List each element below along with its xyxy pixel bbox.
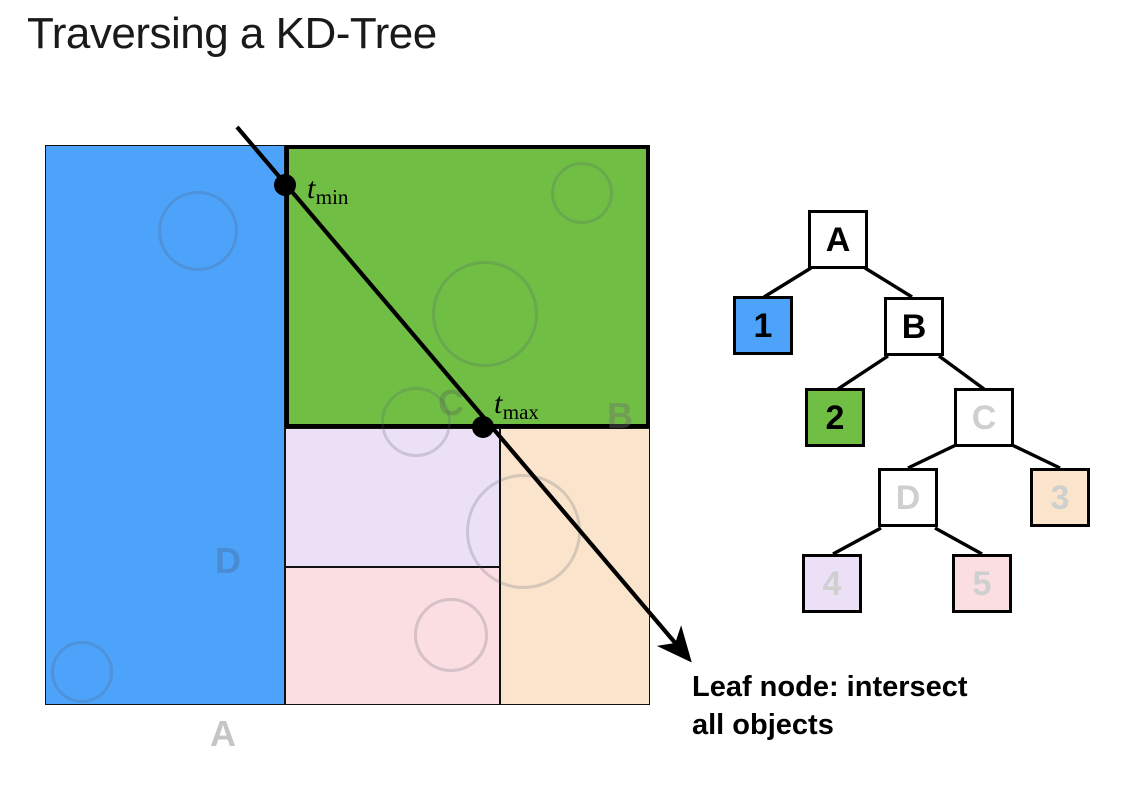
page-title: Traversing a KD-Tree bbox=[27, 9, 437, 58]
t-max-label: tmax bbox=[494, 387, 539, 423]
t-max-subscript: max bbox=[502, 399, 539, 424]
tree-edge-d-4 bbox=[832, 526, 882, 556]
tree-edge-a-1 bbox=[763, 266, 812, 299]
tree-edge-b-2 bbox=[837, 354, 889, 391]
tree-node-c[interactable]: C bbox=[954, 388, 1014, 447]
caption-line-2: all objects bbox=[692, 709, 834, 742]
scene-object-circle bbox=[551, 162, 613, 224]
tree-node-b[interactable]: B bbox=[884, 297, 944, 356]
tree-edge-d-5 bbox=[934, 526, 983, 556]
scene-object-circle bbox=[432, 261, 538, 367]
tree-node-5[interactable]: 5 bbox=[952, 554, 1012, 613]
tree-edge-c-d bbox=[907, 442, 959, 470]
caption-line-1: Leaf node: intersect bbox=[692, 671, 968, 703]
tree-node-3[interactable]: 3 bbox=[1030, 468, 1090, 527]
tree-node-2[interactable]: 2 bbox=[805, 388, 865, 447]
tree-node-1[interactable]: 1 bbox=[733, 296, 793, 355]
leaf-node-caption: Leaf node: intersect all objects bbox=[692, 668, 1092, 745]
t-min-label: tmin bbox=[307, 172, 348, 208]
tree-node-a[interactable]: A bbox=[808, 210, 868, 269]
tree-edge-c-3 bbox=[1009, 442, 1061, 470]
tree-edge-a-b bbox=[864, 266, 913, 299]
t-min-symbol: t bbox=[307, 172, 316, 205]
t-max-symbol: t bbox=[494, 387, 503, 420]
t-min-subscript: min bbox=[315, 184, 349, 209]
tree-node-4[interactable]: 4 bbox=[802, 554, 862, 613]
tree-node-d[interactable]: D bbox=[878, 468, 938, 527]
tree-edge-b-c bbox=[937, 354, 986, 391]
